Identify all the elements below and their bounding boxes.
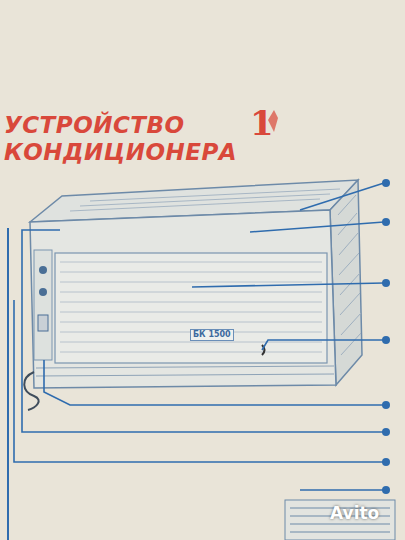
model-plate: БК 1500 <box>190 329 234 341</box>
page-title: УСТРОЙСТВО КОНДИЦИОНЕРА <box>4 112 234 166</box>
top-grille <box>70 189 340 211</box>
unit-front <box>30 210 336 388</box>
side-grille <box>338 195 361 355</box>
lower-detail <box>285 500 395 540</box>
knob <box>39 266 47 274</box>
control-panel <box>34 250 52 360</box>
front-grille <box>55 253 327 363</box>
bottom-louvre <box>36 366 334 376</box>
switch <box>38 315 48 331</box>
power-cord <box>24 372 38 410</box>
frame-line <box>7 228 9 540</box>
callout-dots <box>382 179 390 494</box>
leader-lines <box>14 183 384 490</box>
front-grille-slats <box>60 262 322 352</box>
watermark: Avito <box>330 503 379 523</box>
knob <box>39 288 47 296</box>
figure-number: 1 <box>250 104 274 142</box>
